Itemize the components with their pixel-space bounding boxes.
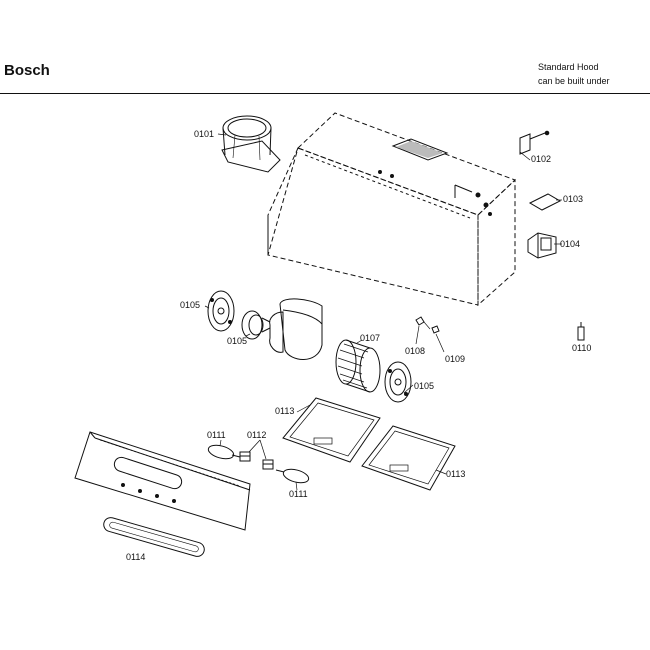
callout-0102: 0102: [531, 154, 552, 164]
motor-plate-left: [207, 290, 235, 332]
motor-plate-right: [384, 361, 412, 403]
callout-0111-right: 0111: [289, 489, 308, 499]
brand-name: Bosch: [4, 62, 50, 79]
light-bulb-right: [275, 468, 310, 484]
callout-0109: 0109: [445, 354, 466, 364]
small-component: [577, 322, 585, 341]
callout-0101: 0101: [194, 129, 215, 139]
motor-center: [241, 310, 271, 340]
header-rule: [0, 93, 650, 94]
light-lens: [103, 517, 205, 557]
callout-0110: 0110: [572, 343, 592, 353]
diagram-subtitle-line-1: Standard Hood: [538, 62, 599, 72]
duct-collar: [221, 115, 281, 173]
clip-parts: [415, 316, 440, 334]
front-panel: [74, 431, 251, 531]
diagram-subtitle-line-2: can be built under: [538, 76, 610, 86]
callout-0105-right: 0105: [414, 381, 435, 391]
callout-0105-left: 0105: [180, 300, 201, 310]
callout-0103: 0103: [563, 194, 584, 204]
callout-0113-left: 0113: [275, 406, 295, 416]
bracket-part: [519, 130, 550, 155]
grease-filter-left: [282, 397, 381, 463]
plate-part: [528, 193, 562, 211]
callout-0104: 0104: [560, 239, 581, 249]
switch-box-part: [527, 232, 557, 259]
lamp-sockets: [239, 451, 274, 470]
callout-0107: 0107: [360, 333, 381, 343]
callout-0112: 0112: [247, 430, 267, 440]
light-bulb-left: [207, 444, 241, 460]
callout-0111-left: 0111: [207, 430, 226, 440]
hood-body: [267, 112, 516, 307]
blower-housing: [269, 298, 323, 360]
callout-0108: 0108: [405, 346, 426, 356]
blower-wheel: [335, 339, 381, 393]
leader-lines: [204, 133, 562, 491]
grease-filter-right: [361, 425, 456, 491]
callout-0114: 0114: [126, 552, 146, 562]
callout-0105-center: 0105: [227, 336, 248, 346]
callout-0113-right: 0113: [446, 469, 466, 479]
